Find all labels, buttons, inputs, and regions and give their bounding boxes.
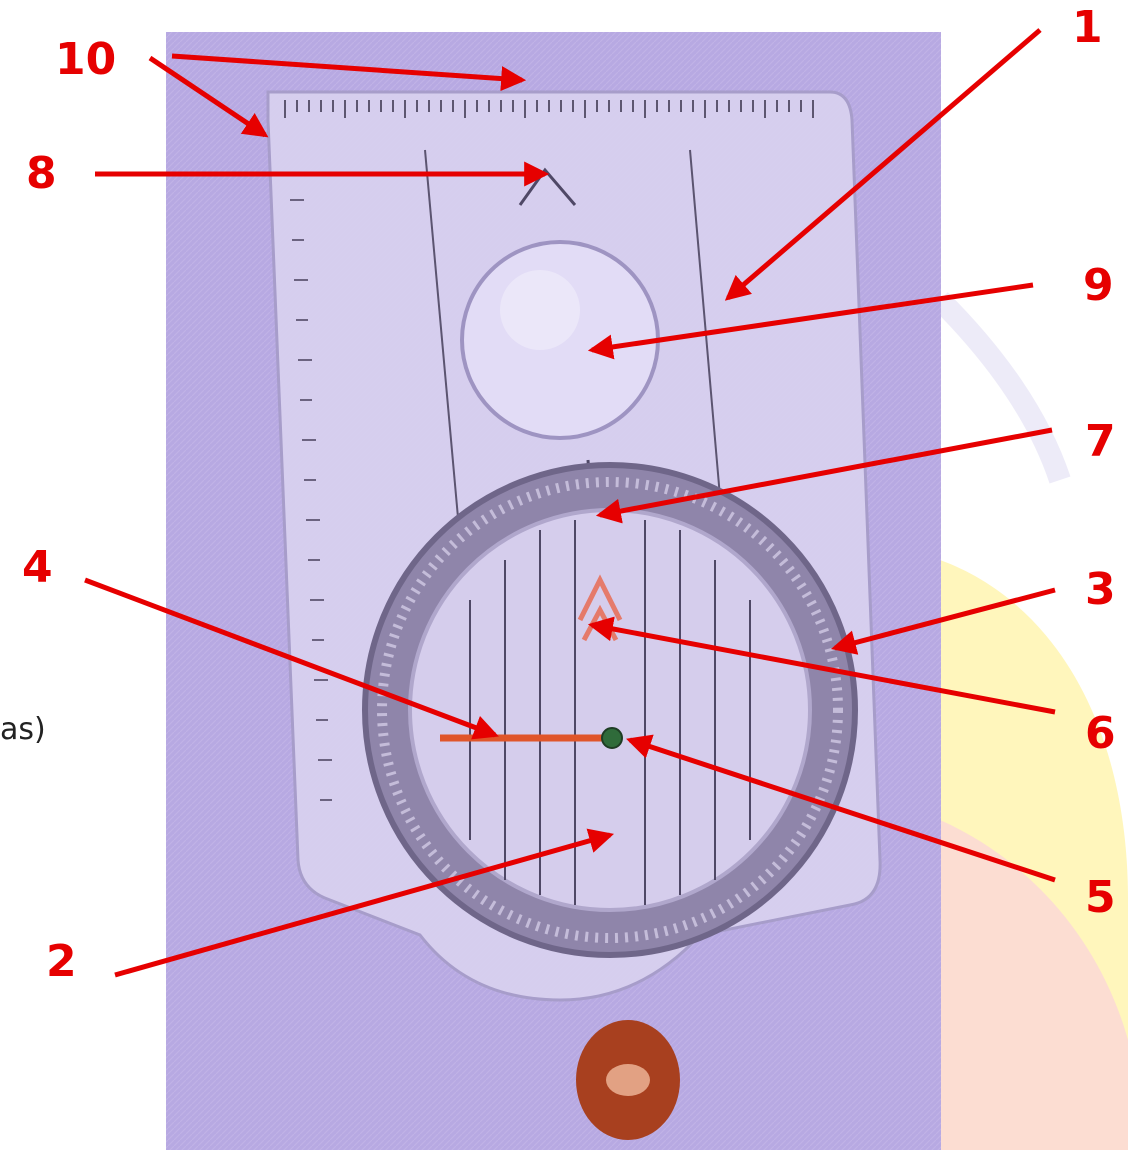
callout-5: 5 — [1085, 876, 1116, 920]
callout-4: 4 — [22, 546, 53, 590]
needle-pivot — [602, 728, 622, 748]
cropped-caption-text: as) — [0, 712, 46, 747]
callout-7: 7 — [1085, 420, 1116, 464]
callout-9: 9 — [1083, 264, 1114, 308]
lanyard-knot — [576, 1020, 680, 1140]
callout-6: 6 — [1085, 712, 1116, 756]
callout-8: 8 — [26, 152, 57, 196]
callout-1: 1 — [1072, 6, 1103, 50]
compass-photo — [166, 32, 941, 1150]
callout-10: 10 — [55, 38, 116, 82]
callout-2: 2 — [46, 940, 77, 984]
callout-3: 3 — [1085, 568, 1116, 612]
